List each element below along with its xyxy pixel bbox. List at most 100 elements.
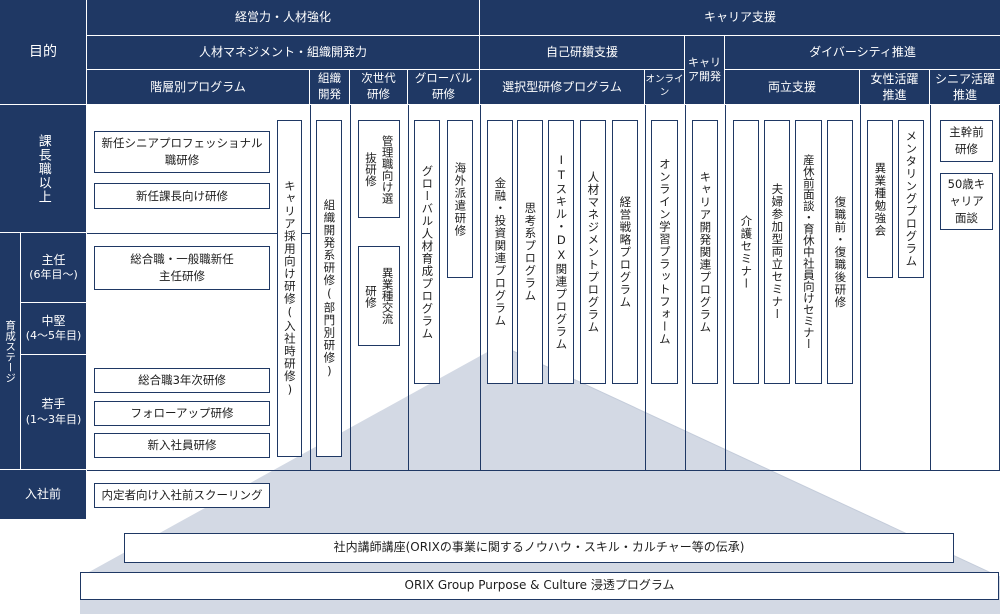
program-career-kaihatsu-label: キャリア開発関連プログラム xyxy=(698,170,713,334)
program-kaigai-haken-label: 海外派遣研修 xyxy=(453,161,468,237)
program-sankyu-label: 産休前面談・育休中社員向けセミナー xyxy=(801,154,816,350)
program-online-platform-label: オンライン学習プラットフォーム xyxy=(657,158,672,346)
header-soshiki: 組織開発 xyxy=(310,70,350,105)
program-career-saiyo-label: キャリア採用向け研修(入社時研修) xyxy=(282,179,297,398)
program-kinyu: 金融・投資関連プログラム xyxy=(487,120,513,384)
program-shunin-label: 総合職・一般職新任主任研修 xyxy=(130,252,234,283)
col-divider-310 xyxy=(310,105,311,470)
program-keiei-senryaku: 経営戦略プログラム xyxy=(612,120,638,384)
program-soshiki-kaihatsu: 組織開発系研修(部門別研修) xyxy=(316,120,342,457)
program-it-dx: ITスキル・DX関連プログラム xyxy=(548,120,574,384)
senior-label: シニア活躍推進 xyxy=(934,71,995,102)
jisedai-label: 次世代研修 xyxy=(361,71,396,101)
program-fufu-label: 夫婦参加型両立セミナー xyxy=(770,183,785,321)
program-fufu: 夫婦参加型両立セミナー xyxy=(764,120,790,384)
col-divider-408 xyxy=(408,105,409,470)
program-kanri-senbatsu-label: 管理職向け選抜研修 xyxy=(364,134,395,204)
program-fukushoku-label: 復職前・復職後研修 xyxy=(833,195,848,309)
program-career-saiyo: キャリア採用向け研修(入社時研修) xyxy=(277,120,302,457)
program-mentoring-label: メンタリングプログラム xyxy=(904,130,919,268)
program-shukan-label: 主幹前研修 xyxy=(949,125,984,156)
program-career-mendan: 50歳キャリア面談 xyxy=(940,173,993,230)
header-online: オンライン xyxy=(645,70,685,105)
header-keiei: 経営力・人材強化 xyxy=(87,0,480,36)
program-purpose-culture: ORIX Group Purpose & Culture 浸透プログラム xyxy=(80,572,999,600)
row-divider-kacho xyxy=(87,233,310,234)
program-igyoshu-koryu: 異業種交流研修 xyxy=(358,246,400,346)
global-label: グローバル研修 xyxy=(414,71,473,101)
header-josei: 女性活躍推進 xyxy=(860,70,930,105)
col-divider-645 xyxy=(645,105,646,470)
stage-shunin-label: 主任 xyxy=(41,252,66,267)
program-kaigai-haken: 海外派遣研修 xyxy=(447,120,473,278)
career-dev-label: キャリア開発 xyxy=(688,55,721,83)
program-kaigo-label: 介護セミナー xyxy=(739,214,754,290)
program-shiko-label: 思考系プログラム xyxy=(523,202,538,302)
header-jisedai: 次世代研修 xyxy=(350,70,408,105)
program-followup: フォローアップ研修 xyxy=(94,401,270,426)
program-kinyu-label: 金融・投資関連プログラム xyxy=(493,177,508,327)
stage-chuken: 中堅 (4〜5年目) xyxy=(21,303,87,355)
stage-wakate-label: 若手 xyxy=(41,397,66,412)
program-kanri-senbatsu: 管理職向け選抜研修 xyxy=(358,120,400,218)
program-kaigo: 介護セミナー xyxy=(733,120,759,384)
stage-ikusei: 育成ステージ xyxy=(0,233,21,470)
header-career-dev: キャリア開発 xyxy=(685,36,725,105)
program-mentoring: メンタリングプログラム xyxy=(898,120,924,278)
stage-wakate-sub: (1〜3年目) xyxy=(25,412,82,426)
header-diversity: ダイバーシティ推進 xyxy=(725,36,1000,70)
program-jinzai-label: 人材マネジメントプログラム xyxy=(586,170,601,334)
program-global-jinzai-label: グローバル人材育成プログラム xyxy=(420,164,435,340)
header-senior: シニア活躍推進 xyxy=(930,70,1000,105)
col-divider-725 xyxy=(725,105,726,470)
purpose-header: 目的 xyxy=(0,0,87,105)
program-sogo3: 総合職3年次研修 xyxy=(94,368,270,393)
program-senior-pro: 新任シニアプロフェッショナル職研修 xyxy=(94,131,270,173)
col-divider-685 xyxy=(685,105,686,470)
header-kaisou: 階層別プログラム xyxy=(87,70,310,105)
program-igyoshu-benkyo: 異業種勉強会 xyxy=(867,120,893,278)
stage-chuken-label: 中堅 xyxy=(41,313,66,328)
stage-wakate: 若手 (1〜3年目) xyxy=(21,355,87,470)
program-keiei-senryaku-label: 経営戦略プログラム xyxy=(618,195,633,309)
josei-label: 女性活躍推進 xyxy=(870,71,919,102)
program-it-dx-label: ITスキル・DX関連プログラム xyxy=(554,153,569,351)
program-shunin: 総合職・一般職新任主任研修 xyxy=(94,246,270,290)
soshiki-label: 組織開発 xyxy=(318,71,341,101)
program-career-mendan-label: 50歳キャリア面談 xyxy=(947,177,986,225)
program-shukan: 主幹前研修 xyxy=(940,120,993,162)
program-naitei: 内定者向け入社前スクーリング xyxy=(94,483,270,508)
program-igyoshu-benkyo-label: 異業種勉強会 xyxy=(873,161,888,237)
header-jiko: 自己研鑽支援 xyxy=(480,36,685,70)
header-jinzai-mgmt: 人材マネジメント・組織開発力 xyxy=(87,36,480,70)
col-divider-480 xyxy=(480,105,481,470)
header-global: グローバル研修 xyxy=(408,70,480,105)
program-sankyu: 産休前面談・育休中社員向けセミナー xyxy=(795,120,822,384)
col-divider-860 xyxy=(860,105,861,470)
stage-chuken-sub: (4〜5年目) xyxy=(25,329,82,343)
program-jinzai: 人材マネジメントプログラム xyxy=(580,120,606,384)
program-shiko: 思考系プログラム xyxy=(517,120,543,384)
program-career-kaihatsu: キャリア開発関連プログラム xyxy=(692,120,718,384)
col-divider-350 xyxy=(350,105,351,470)
stage-kacho: 課長職以上 xyxy=(0,105,87,233)
stage-shunin: 主任 (6年目〜) xyxy=(21,233,87,303)
program-online-platform: オンライン学習プラットフォーム xyxy=(651,120,678,384)
program-global-jinzai: グローバル人材育成プログラム xyxy=(414,120,440,384)
program-fukushoku: 復職前・復職後研修 xyxy=(827,120,853,384)
header-ryoritsu: 両立支援 xyxy=(725,70,860,105)
program-senior-pro-label: 新任シニアプロフェッショナル職研修 xyxy=(101,136,263,167)
stage-nyusha: 入社前 xyxy=(0,470,87,520)
stage-kacho-label: 課長職以上 xyxy=(35,133,51,204)
program-soshiki-kaihatsu-label: 組織開発系研修(部門別研修) xyxy=(322,198,337,379)
program-igyoshu-koryu-label: 異業種交流研修 xyxy=(364,267,395,325)
program-shanai-koshi: 社内講師講座(ORIXの事業に関するノウハウ・スキル・カルチャー等の伝承) xyxy=(124,533,954,563)
header-sentaku: 選択型研修プログラム xyxy=(480,70,645,105)
col-divider-930 xyxy=(930,105,931,470)
row-divider-nyusha xyxy=(87,470,1000,471)
program-new-kacho: 新任課長向け研修 xyxy=(94,183,270,209)
header-career: キャリア支援 xyxy=(480,0,1000,36)
program-shinnyu: 新入社員研修 xyxy=(94,433,270,458)
stage-shunin-sub: (6年目〜) xyxy=(29,268,78,282)
stage-ikusei-label: 育成ステージ xyxy=(4,319,17,383)
